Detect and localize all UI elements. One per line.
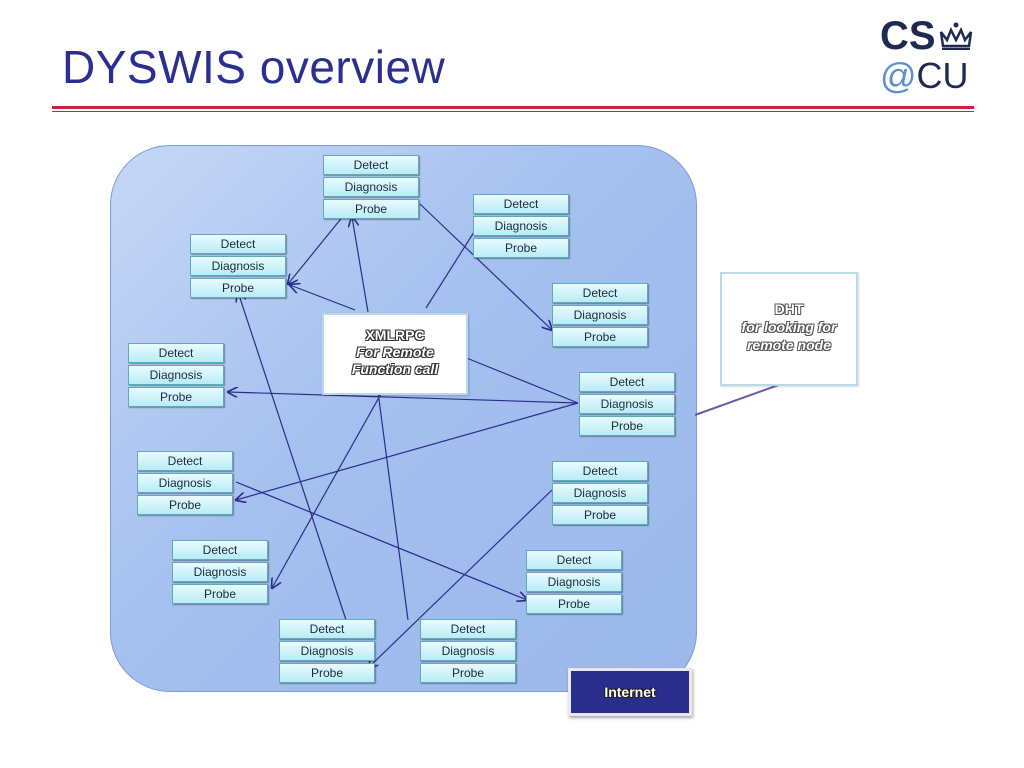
node-right-lower: Detect Diagnosis Probe <box>552 461 648 525</box>
node-probe: Probe <box>420 663 516 683</box>
logo-cu-text: @CU <box>880 56 969 96</box>
node-detect: Detect <box>172 540 268 560</box>
dht-line2: for looking for <box>741 319 837 335</box>
dht-title: DHT <box>774 301 804 317</box>
node-detect: Detect <box>579 372 675 392</box>
xmlrpc-box: XMLRPC For Remote Function call <box>322 313 468 395</box>
node-diagnosis: Diagnosis <box>190 256 286 276</box>
node-diagnosis: Diagnosis <box>579 394 675 414</box>
node-detect: Detect <box>128 343 224 363</box>
logo-at: @ <box>880 55 917 96</box>
title-rule-thin <box>52 111 974 112</box>
node-diagnosis: Diagnosis <box>420 641 516 661</box>
node-bottom-right: Detect Diagnosis Probe <box>420 619 516 683</box>
crown-icon <box>939 22 973 50</box>
node-detect: Detect <box>279 619 375 639</box>
node-detect: Detect <box>137 451 233 471</box>
cs-cu-logo: CS @CU <box>880 14 980 96</box>
node-detect: Detect <box>526 550 622 570</box>
node-right-upper: Detect Diagnosis Probe <box>552 283 648 347</box>
node-detect: Detect <box>473 194 569 214</box>
node-detect: Detect <box>552 283 648 303</box>
node-left-lower: Detect Diagnosis Probe <box>137 451 233 515</box>
logo-cu: CU <box>916 55 969 96</box>
node-diagnosis: Diagnosis <box>473 216 569 236</box>
node-diagnosis: Diagnosis <box>172 562 268 582</box>
xmlrpc-line3: Function call <box>351 361 439 377</box>
dht-line3: remote node <box>746 337 831 353</box>
slide-title: DYSWIS overview <box>62 41 446 93</box>
logo-cs-text: CS <box>880 14 936 58</box>
node-right-bottom: Detect Diagnosis Probe <box>526 550 622 614</box>
node-diagnosis: Diagnosis <box>137 473 233 493</box>
node-left-mid: Detect Diagnosis Probe <box>128 343 224 407</box>
node-detect: Detect <box>552 461 648 481</box>
node-diagnosis: Diagnosis <box>279 641 375 661</box>
node-probe: Probe <box>526 594 622 614</box>
node-probe: Probe <box>137 495 233 515</box>
title-rule <box>52 106 974 109</box>
node-diagnosis: Diagnosis <box>323 177 419 197</box>
node-probe: Probe <box>579 416 675 436</box>
dht-connector <box>694 381 788 416</box>
node-top: Detect Diagnosis Probe <box>323 155 419 219</box>
node-upper-right: Detect Diagnosis Probe <box>473 194 569 258</box>
node-probe: Probe <box>473 238 569 258</box>
node-detect: Detect <box>190 234 286 254</box>
node-diagnosis: Diagnosis <box>552 305 648 325</box>
node-detect: Detect <box>323 155 419 175</box>
node-probe: Probe <box>190 278 286 298</box>
node-probe: Probe <box>552 505 648 525</box>
node-diagnosis: Diagnosis <box>128 365 224 385</box>
dht-box: DHT for looking for remote node <box>720 272 858 386</box>
node-probe: Probe <box>279 663 375 683</box>
node-diagnosis: Diagnosis <box>526 572 622 592</box>
node-left-bottom: Detect Diagnosis Probe <box>172 540 268 604</box>
node-left-upper: Detect Diagnosis Probe <box>190 234 286 298</box>
node-diagnosis: Diagnosis <box>552 483 648 503</box>
node-probe: Probe <box>323 199 419 219</box>
internet-label: Internet <box>568 668 692 716</box>
node-probe: Probe <box>172 584 268 604</box>
node-bottom-left: Detect Diagnosis Probe <box>279 619 375 683</box>
xmlrpc-title: XMLRPC <box>365 327 425 343</box>
node-detect: Detect <box>420 619 516 639</box>
node-probe: Probe <box>128 387 224 407</box>
xmlrpc-line2: For Remote <box>356 344 434 360</box>
node-right-mid: Detect Diagnosis Probe <box>579 372 675 436</box>
node-probe: Probe <box>552 327 648 347</box>
